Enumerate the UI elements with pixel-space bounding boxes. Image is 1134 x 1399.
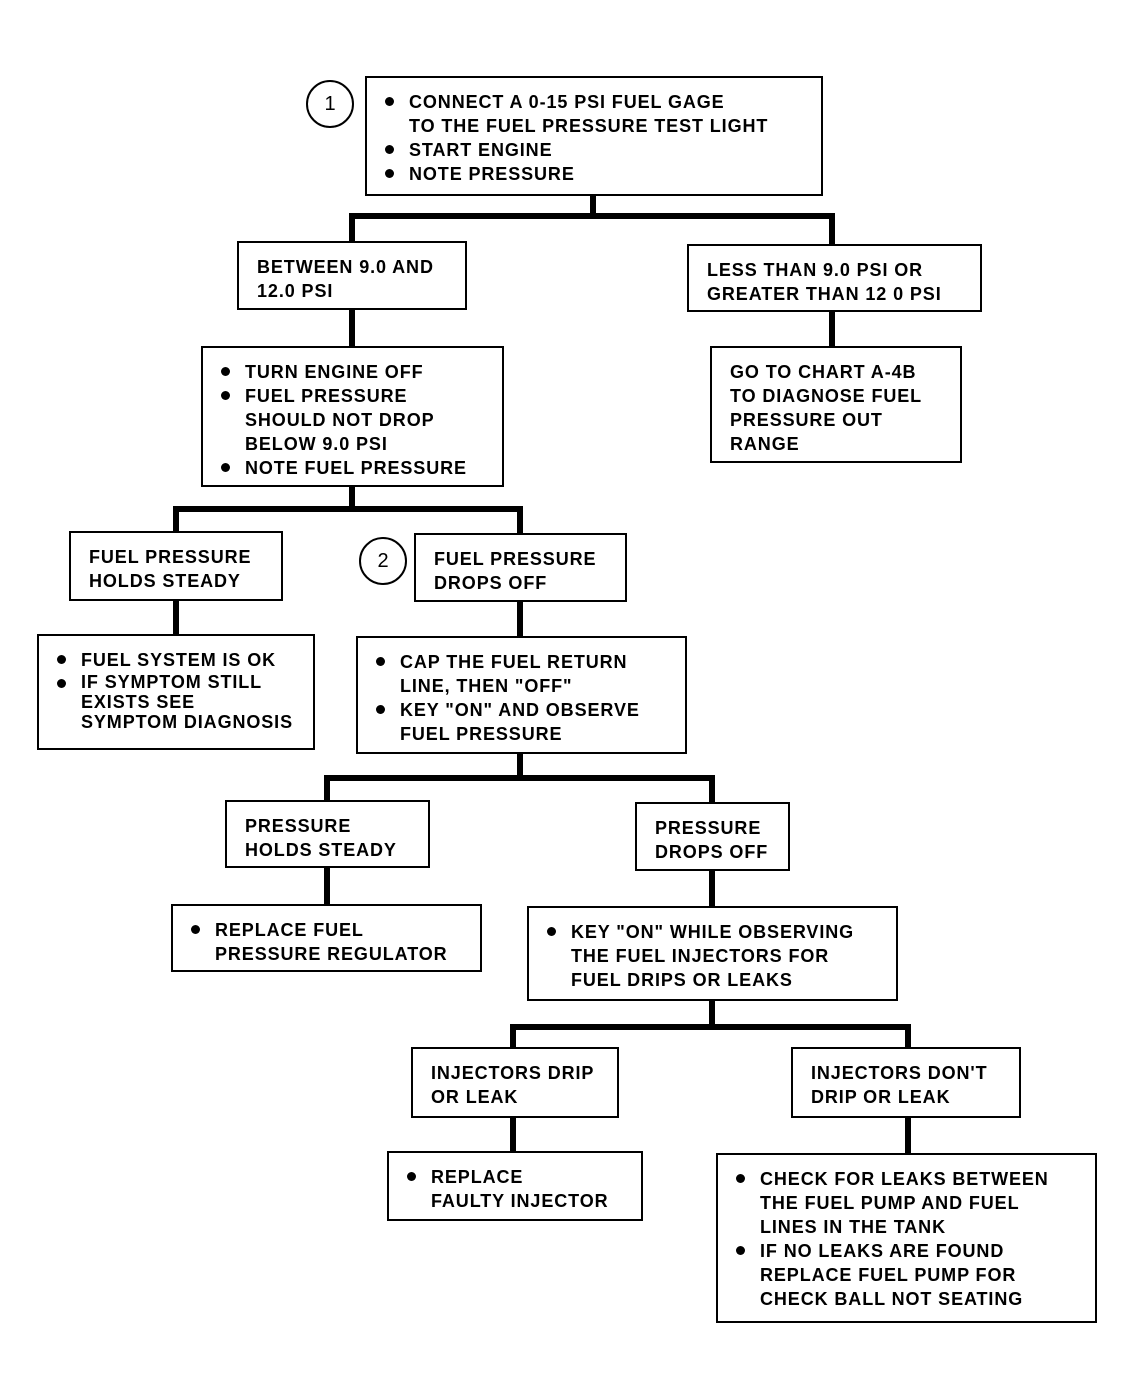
bullet-icon — [221, 391, 230, 400]
list-item: FUEL SYSTEM IS OK — [55, 648, 299, 672]
bullet-icon — [547, 927, 556, 936]
bullet-icon — [376, 657, 385, 666]
bullet-icon — [385, 145, 394, 154]
box-out-of-range: LESS THAN 9.0 PSI OR GREATER THAN 12 0 P… — [687, 244, 982, 312]
step-marker-2: 2 — [359, 537, 407, 585]
bullet-icon — [191, 925, 200, 934]
box-injectors-drip-or-leak: INJECTORS DRIP OR LEAK — [411, 1047, 619, 1118]
list-item: TURN ENGINE OFF — [219, 360, 488, 384]
list-item: NOTE FUEL PRESSURE — [219, 456, 488, 480]
bullet-icon — [736, 1174, 745, 1183]
box-pressure-drops-off: PRESSURE DROPS OFF — [635, 802, 790, 871]
bullet-icon — [736, 1246, 745, 1255]
box-between-9-and-12-psi: BETWEEN 9.0 AND 12.0 PSI — [237, 241, 467, 310]
bullet-icon — [376, 705, 385, 714]
bullet-icon — [221, 463, 230, 472]
box-injectors-dont-drip-or-leak: INJECTORS DON'T DRIP OR LEAK — [791, 1047, 1021, 1118]
bullet-icon — [407, 1172, 416, 1181]
list-item: START ENGINE — [383, 138, 807, 162]
connector-engineoff-split — [173, 483, 523, 538]
bullet-icon — [57, 679, 66, 688]
bullet-icon — [57, 655, 66, 664]
step-marker-1: 1 — [306, 80, 354, 128]
connector-keyon-split — [510, 997, 911, 1052]
bullet-icon — [385, 169, 394, 178]
box-go-to-chart-a4b: GO TO CHART A-4B TO DIAGNOSE FUEL PRESSU… — [710, 346, 962, 463]
connector-start-split — [349, 192, 835, 249]
box-pressure-holds-steady: PRESSURE HOLDS STEADY — [225, 800, 430, 868]
list-item: NOTE PRESSURE — [383, 162, 807, 186]
box-fuel-pressure-holds-steady: FUEL PRESSURE HOLDS STEADY — [69, 531, 283, 601]
bullet-icon — [385, 97, 394, 106]
box-fuel-pressure-drops-off: FUEL PRESSURE DROPS OFF — [414, 533, 627, 602]
bullet-icon — [221, 367, 230, 376]
connector-cap-split — [324, 750, 715, 807]
